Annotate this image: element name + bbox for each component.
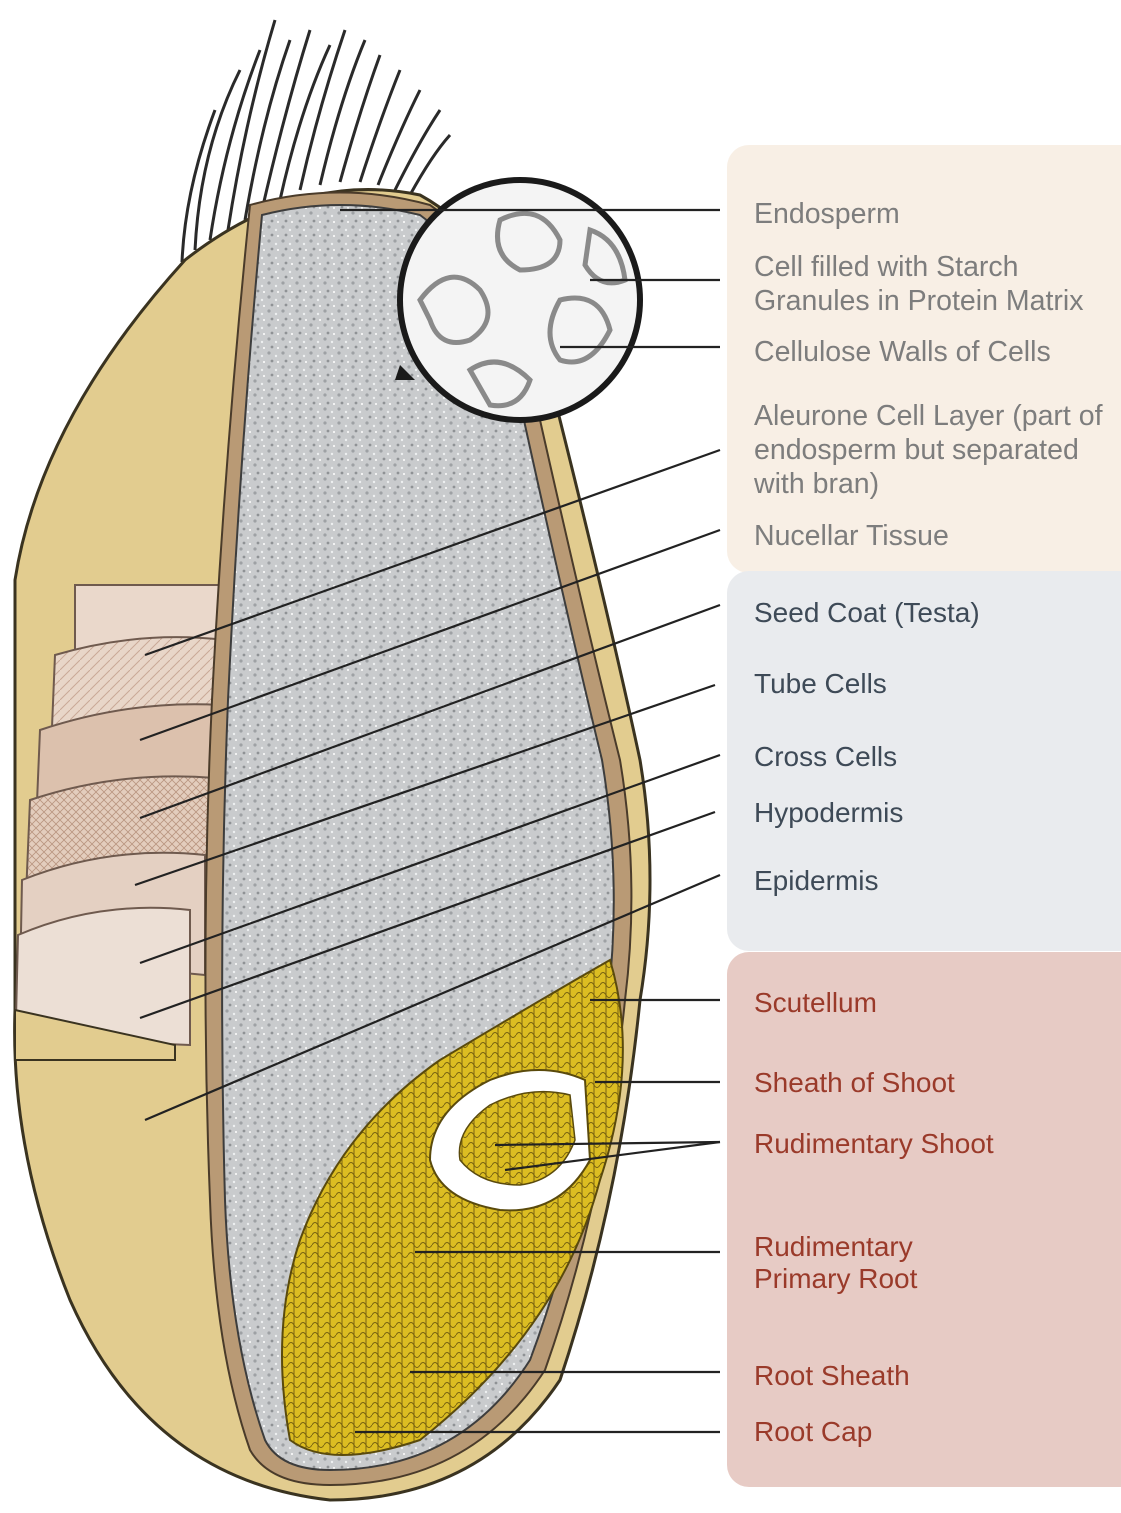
label-nucellar-tissue: Nucellar Tissue — [754, 519, 1114, 553]
magnifier-circle — [395, 180, 640, 420]
label-hypodermis: Hypodermis — [754, 796, 1114, 830]
label-epidermis: Epidermis — [754, 864, 1114, 898]
label-root-cap: Root Cap — [754, 1415, 1114, 1449]
label-cellulose-walls: Cellulose Walls of Cells — [754, 335, 1114, 369]
label-root-sheath: Root Sheath — [754, 1359, 1114, 1393]
label-scutellum: Scutellum — [754, 986, 1114, 1020]
label-sheath-of-shoot: Sheath of Shoot — [754, 1066, 1114, 1100]
label-rudimentary-shoot: Rudimentary Shoot — [754, 1127, 1114, 1161]
label-cross-cells: Cross Cells — [754, 740, 1114, 774]
label-endosperm: Endosperm — [754, 197, 1114, 231]
label-aleurone-layer: Aleurone Cell Layer (part of endosperm b… — [754, 399, 1114, 501]
label-starch-cell: Cell filled with Starch Granules in Prot… — [754, 250, 1114, 318]
label-seed-coat: Seed Coat (Testa) — [754, 596, 1114, 630]
label-rudimentary-primary-root: Rudimentary Primary Root — [754, 1231, 1114, 1295]
label-tube-cells: Tube Cells — [754, 667, 1114, 701]
